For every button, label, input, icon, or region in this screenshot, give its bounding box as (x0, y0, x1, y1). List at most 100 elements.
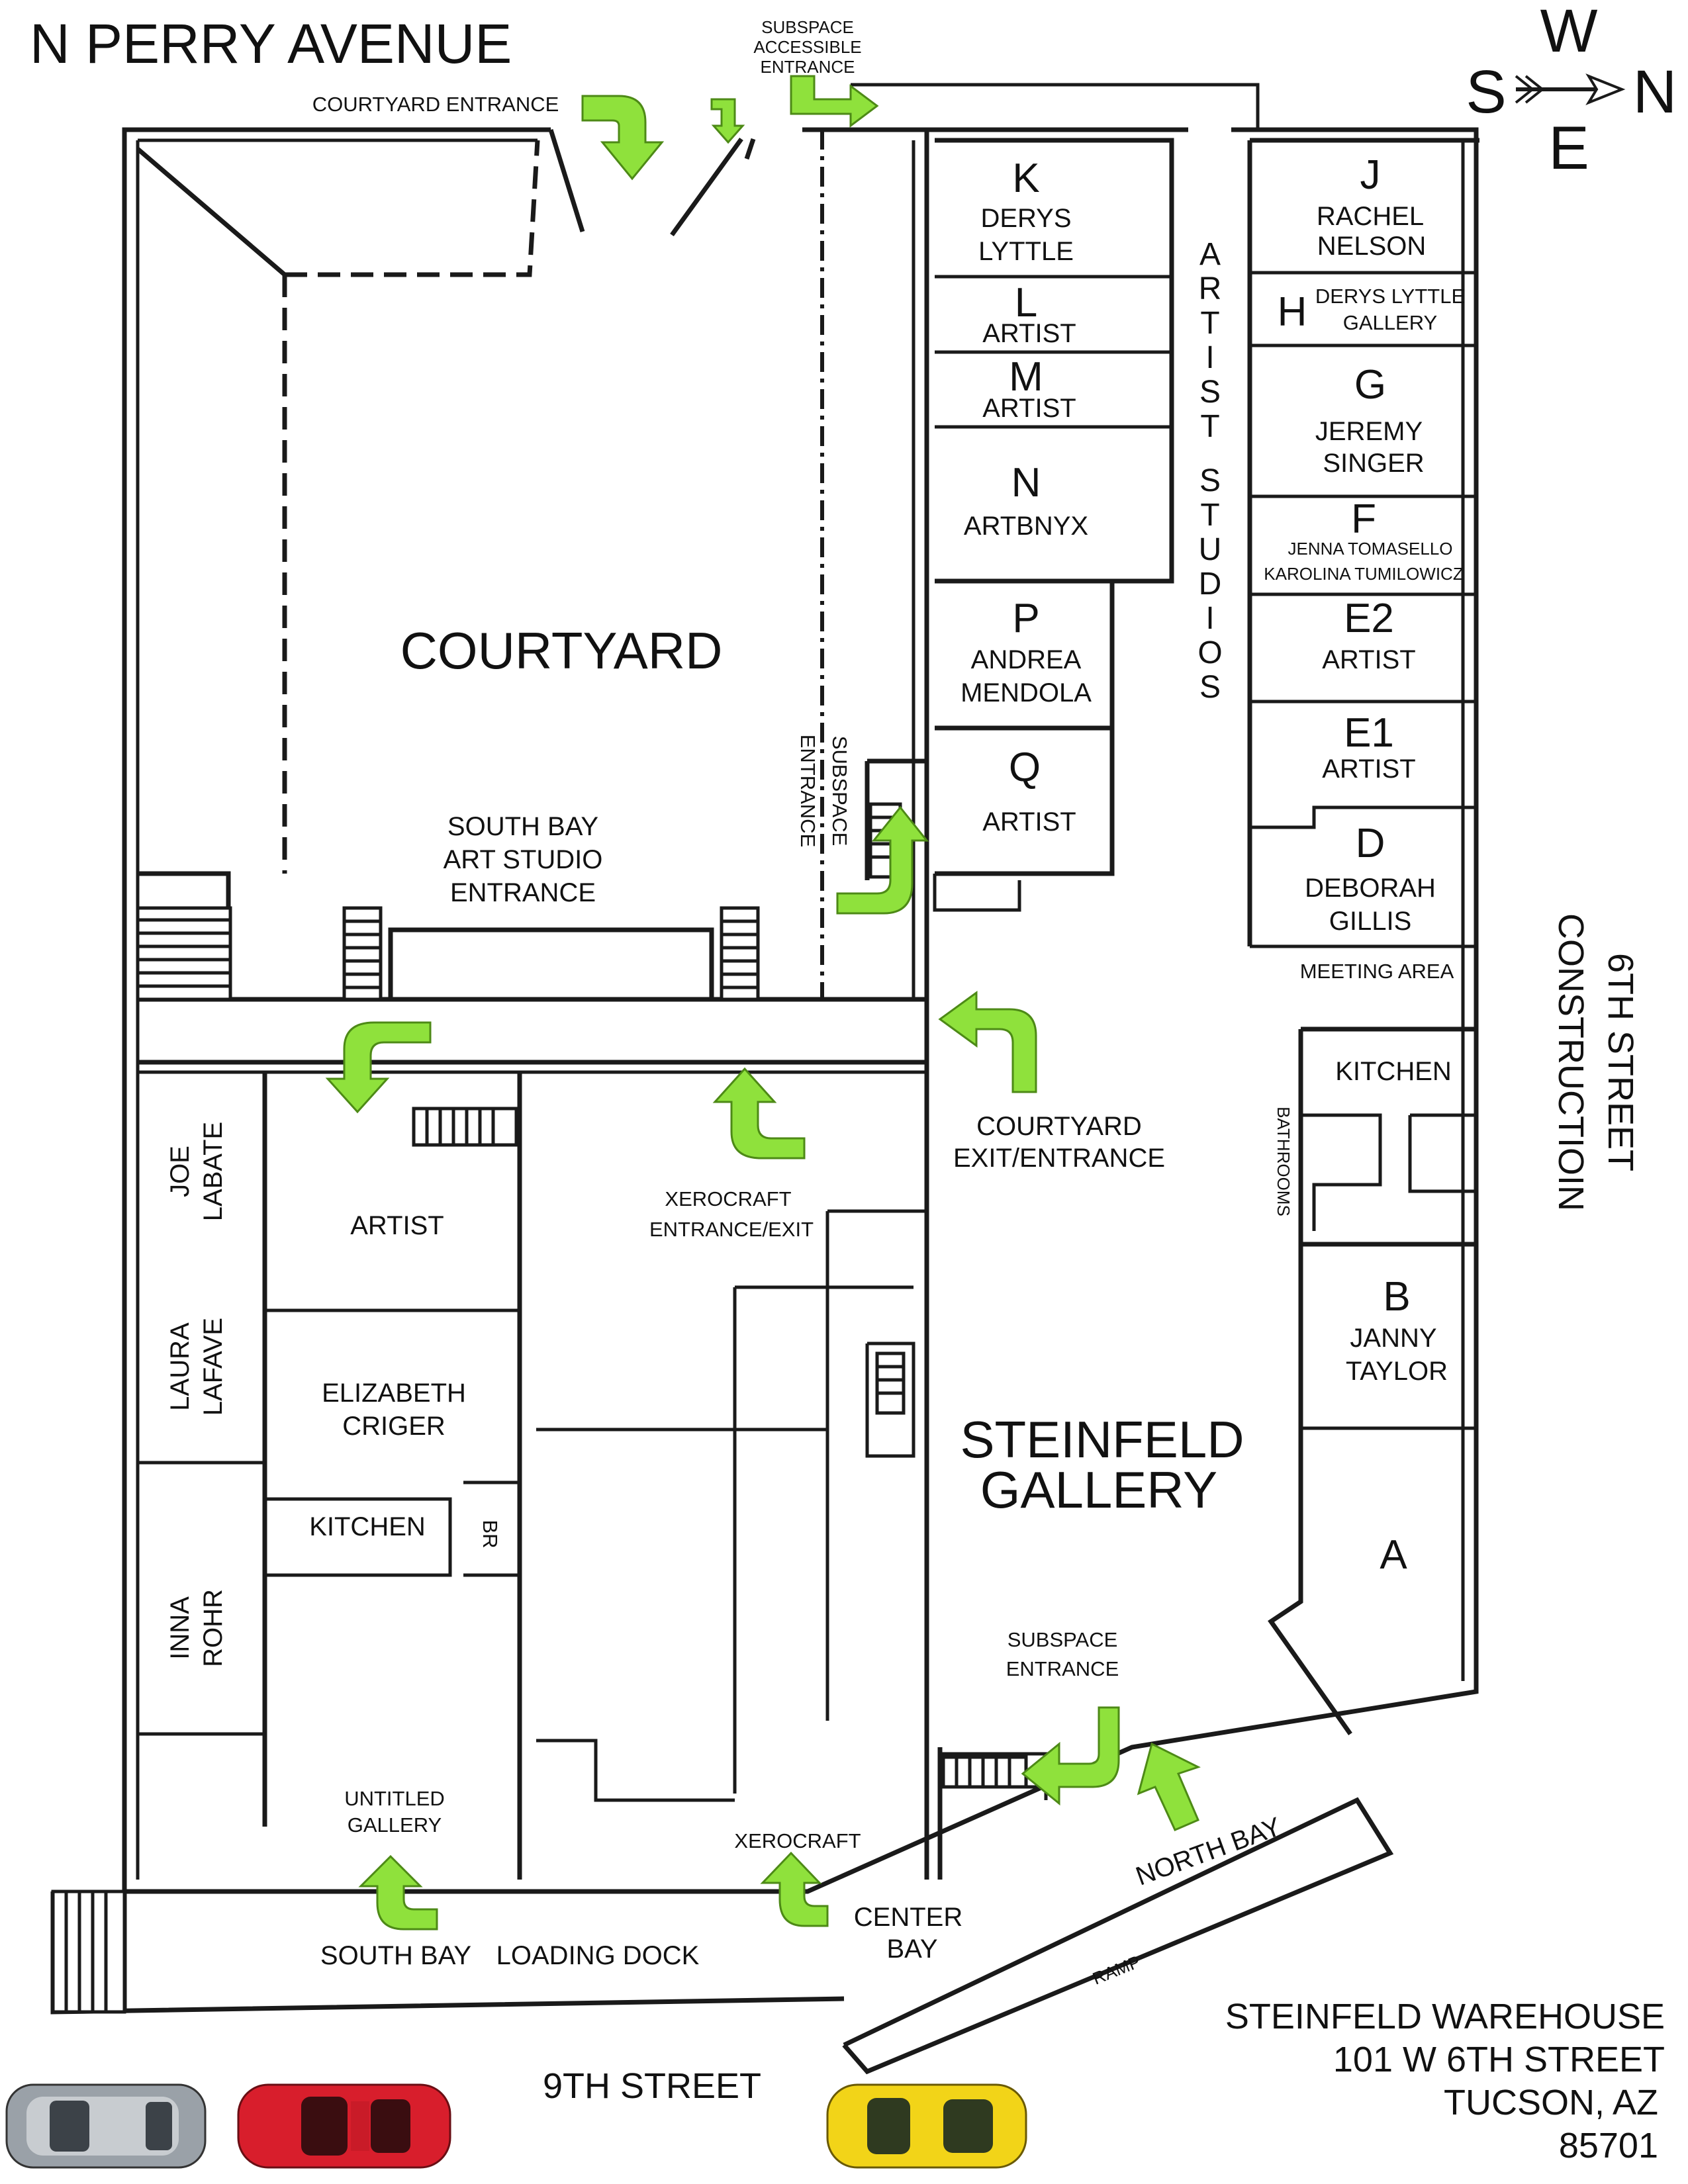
studio-d-letter: D (1356, 821, 1385, 866)
compass-s: S (1466, 58, 1506, 126)
stairs-courtyard-right (720, 906, 760, 1001)
studio-b-letter: B (1383, 1274, 1410, 1320)
svg-text:T: T (1200, 306, 1219, 341)
north-bay-arrow (1137, 1742, 1201, 1831)
studio-e2-line1: ARTIST (1322, 645, 1416, 674)
studio-joe-line1: JOE (165, 1146, 195, 1197)
label-artist-studios: A R T I S T S T U D I O S (1197, 237, 1222, 705)
svg-text:O: O (1197, 635, 1222, 670)
subspace-entrance-stair-arrow (836, 805, 929, 915)
svg-text:U: U (1199, 532, 1222, 567)
compass-arrow-icon (1515, 73, 1626, 106)
label-courtyard-exit-2: EXIT/ENTRANCE (953, 1144, 1165, 1173)
studio-n-line1: ARTBNYX (964, 512, 1088, 541)
courtyard-entrance-arrow (581, 95, 665, 181)
studio-j-line1: RACHEL (1317, 202, 1424, 231)
label-south-bay-art-3: ENTRANCE (450, 878, 596, 907)
label-center-bay-2: BAY (886, 1934, 937, 1964)
studio-h-line2: GALLERY (1343, 311, 1437, 334)
studio-g-line2: SINGER (1323, 449, 1424, 478)
studio-j-line2: NELSON (1317, 232, 1427, 261)
compass: W S N E (1466, 0, 1677, 182)
studio-g-letter: G (1354, 362, 1386, 408)
studio-p-letter: P (1012, 596, 1039, 641)
stairs-xerocraft (875, 1351, 906, 1415)
studio-k-line1: DERYS (980, 204, 1071, 233)
building-outline (122, 83, 1479, 1894)
label-br: BR (479, 1520, 502, 1548)
studio-m-line1: ARTIST (982, 394, 1076, 423)
studio-e1-line1: ARTIST (1322, 754, 1416, 784)
stairs-south-bay (136, 906, 232, 1001)
compass-e: E (1548, 114, 1589, 182)
label-courtyard: COURTYARD (400, 621, 723, 680)
label-untitled-2: GALLERY (348, 1813, 442, 1837)
silver-suv-icon (5, 2083, 207, 2169)
studio-elizabeth-line2: CRIGER (342, 1412, 445, 1441)
subspace-entrance-arrow (1021, 1706, 1120, 1806)
label-subspace-vertical-1: SUBSPACE (828, 736, 851, 846)
south-bay-loading-arrow (358, 1854, 438, 1931)
studio-laura-line2: LAFAVE (199, 1318, 228, 1416)
label-kitchen-south: KITCHEN (309, 1512, 426, 1541)
street-6th-line1: 6TH STREET (1601, 953, 1640, 1171)
direction-arrows (325, 75, 1201, 1931)
studio-f-line1: JENNA TOMASELLO (1288, 539, 1452, 559)
studio-elizabeth-line1: ELIZABETH (322, 1379, 466, 1408)
label-north-bay: NORTH BAY (1132, 1812, 1285, 1891)
svg-text:D: D (1199, 567, 1222, 602)
studio-h-letter: H (1278, 289, 1307, 335)
studio-m-letter: M (1009, 354, 1043, 400)
studio-a-letter: A (1380, 1532, 1407, 1578)
street-n-perry: N PERRY AVENUE (30, 13, 512, 75)
svg-text:S: S (1199, 463, 1221, 498)
label-xerocraft: XEROCRAFT (734, 1829, 861, 1852)
street-9th: 9TH STREET (543, 2066, 761, 2106)
svg-text:R: R (1199, 271, 1222, 306)
subspace-accessible-arrow (790, 75, 879, 128)
studio-laura-line1: LAURA (165, 1322, 195, 1411)
studio-d-line1: DEBORAH (1305, 874, 1436, 903)
yellow-car-icon (826, 2083, 1027, 2169)
label-ramp: RAMP (1090, 1952, 1143, 1989)
studio-f-letter: F (1351, 496, 1376, 542)
studio-e1-letter: E1 (1344, 710, 1394, 756)
label-courtyard-entrance: COURTYARD ENTRANCE (312, 93, 559, 116)
label-subspace-accessible-2: ACCESSIBLE (753, 37, 861, 57)
studio-l-letter: L (1015, 280, 1037, 326)
label-south-bay-art-2: ART STUDIO (444, 845, 603, 874)
label-subspace-accessible-3: ENTRANCE (760, 57, 855, 77)
label-courtyard-exit-1: COURTYARD (976, 1112, 1142, 1141)
studio-n-letter: N (1011, 460, 1041, 506)
label-south-bay-art-1: SOUTH BAY (447, 812, 598, 841)
stairs-loading-dock (51, 1889, 126, 2014)
stairs-courtyard-left (342, 906, 383, 1001)
studio-g-line1: JEREMY (1315, 417, 1423, 446)
svg-text:T: T (1200, 409, 1219, 444)
label-xerocraft-entrance-2: ENTRANCE/EXIT (649, 1218, 814, 1241)
north-service-block (1268, 1026, 1476, 1736)
red-car-icon (237, 2083, 451, 2169)
label-subspace-accessible-1: SUBSPACE (761, 17, 854, 37)
studio-j-letter: J (1360, 152, 1381, 198)
studio-l-line1: ARTIST (982, 319, 1076, 348)
svg-text:S: S (1199, 375, 1221, 410)
studio-k-letter: K (1012, 156, 1039, 201)
label-untitled-1: UNTITLED (344, 1787, 445, 1810)
svg-text:S: S (1199, 670, 1221, 705)
studio-q-letter: Q (1009, 745, 1041, 790)
small-entrance-arrow (710, 98, 745, 144)
stairs-artist-south (412, 1107, 518, 1147)
address-zip: 85701 (1559, 2126, 1658, 2165)
svg-text:I: I (1205, 601, 1214, 636)
studio-b-line2: TAYLOR (1346, 1357, 1448, 1386)
studio-inna-line2: ROHR (199, 1589, 228, 1667)
studio-h-line1: DERYS LYTTLE (1315, 285, 1465, 308)
label-bathrooms: BATHROOMS (1274, 1107, 1293, 1216)
studio-block-west (933, 138, 1174, 912)
compass-n: N (1633, 58, 1677, 126)
label-loading-dock: LOADING DOCK (496, 1941, 700, 1970)
studio-b-line1: JANNY (1350, 1324, 1436, 1353)
studio-artist-south: ARTIST (350, 1211, 444, 1240)
south-bay-rooms (138, 1060, 927, 1880)
